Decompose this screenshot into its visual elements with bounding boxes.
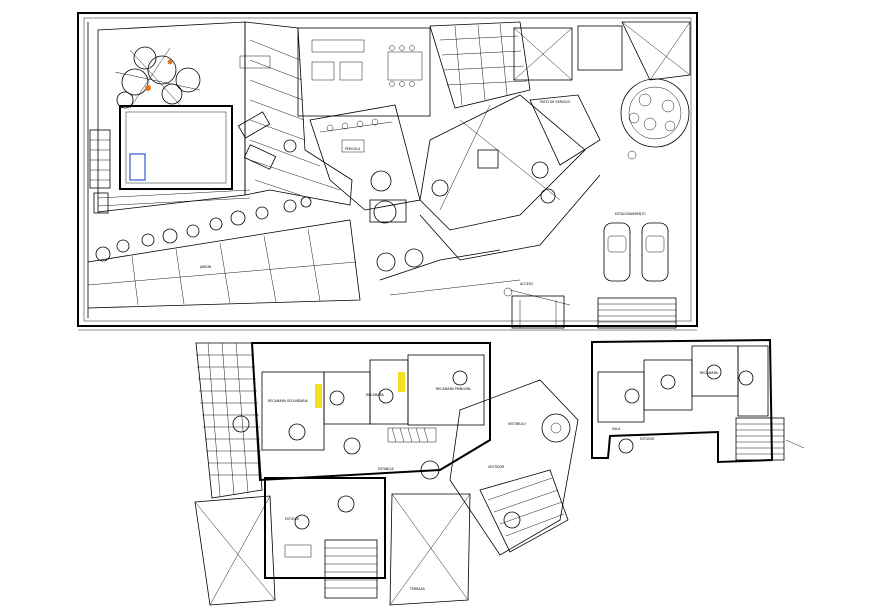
north-arrow (627, 150, 637, 160)
kitchen-service (429, 21, 691, 109)
room-label-dressing: VESTIDOR (488, 465, 505, 469)
stair-lower (324, 539, 378, 599)
parking-label: ESTACIONAMIENTO (615, 212, 646, 216)
large-tree (620, 78, 690, 148)
toilet-fixture (370, 170, 392, 192)
room-label-sala: SALA (612, 427, 621, 431)
room-label-vestibule: VESTIBULO (508, 422, 526, 426)
room-label-guest: RECAMARA (700, 371, 719, 375)
ground-bedrooms (379, 94, 601, 306)
master-bedroom (407, 354, 485, 426)
room-label-terrace: TERRAZA (409, 587, 426, 591)
paving-grid (87, 219, 361, 309)
site-boundary (77, 12, 698, 327)
label-service: PATIO DE SERVICIO (540, 100, 571, 104)
annex-plan: RECAMARA SALA ESTUDIO (591, 338, 805, 464)
label-garden: JARDIN (199, 265, 212, 269)
label-pergola: PERGOLA (345, 147, 361, 151)
bedroom-secondary (261, 371, 325, 451)
service-yard (513, 27, 573, 81)
main-house-ground-floor (239, 27, 431, 272)
room-label-annex-study: ESTUDIO (640, 437, 655, 441)
annex-stair (735, 417, 785, 461)
living-room (297, 27, 431, 117)
highlight-yellow-1 (315, 384, 322, 408)
palm-row (95, 196, 312, 262)
room-label-study: ESTUDIO (285, 517, 300, 521)
pool-deck-steps (89, 129, 111, 189)
swimming-pool (119, 105, 233, 190)
label-access: ACCESO (520, 282, 534, 286)
upper-floor-plan: RECAMARA SECUNDARIA RECAMARA RECAMARA PR… (194, 342, 579, 606)
site-plan: ESTACIONAMIENTO (77, 12, 698, 331)
spiral-stair (541, 413, 571, 443)
room-label-bedroom: RECAMARA (366, 393, 385, 397)
room-label-master-bedroom: RECAMARA PRINCIPAL (436, 387, 471, 391)
blue-furniture-marker (129, 153, 146, 181)
parking-area: ESTACIONAMIENTO (597, 212, 677, 329)
car-left (603, 222, 631, 282)
pergola-terrace (237, 21, 353, 206)
garden-trees (114, 46, 201, 109)
highlight-yellow-2 (398, 372, 405, 392)
room-label-bedroom-secondary: RECAMARA SECUNDARIA (268, 399, 309, 403)
room-label-family: ESTANCIA (378, 467, 394, 471)
car-right (641, 222, 669, 282)
entrance-gate (503, 150, 637, 329)
dining-table (387, 51, 423, 81)
pool-area (89, 21, 251, 214)
driveway-steps (597, 297, 677, 329)
